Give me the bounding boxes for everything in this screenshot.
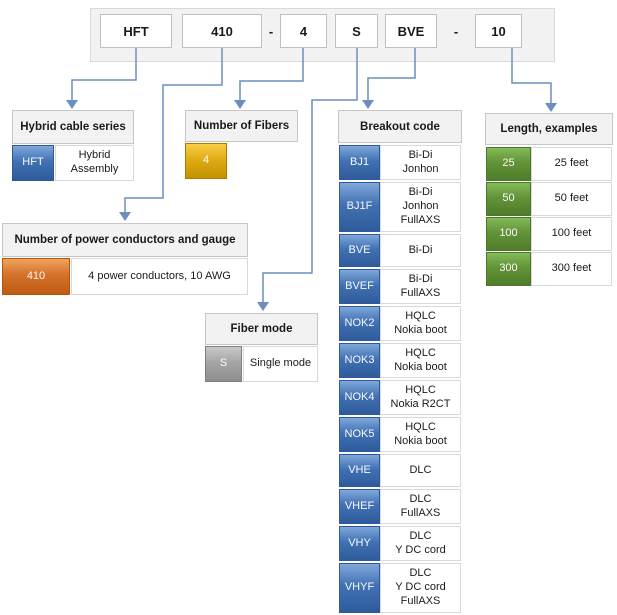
fiber-mode-code-cell: S bbox=[205, 346, 242, 382]
arrowhead-breakout bbox=[362, 100, 374, 109]
length-description-cell: 100 feet bbox=[531, 217, 612, 251]
breakout-row: VHEF DLC FullAXS bbox=[339, 489, 461, 524]
breakout-description-cell: DLC Y DC cord bbox=[380, 526, 461, 561]
hybrid-series-code-cell: HFT bbox=[12, 145, 54, 181]
breakout-code-cell: VHY bbox=[339, 526, 380, 561]
breakout-description-cell: Bi-Di Jonhon FullAXS bbox=[380, 182, 461, 232]
breakout-row: NOK2 HQLC Nokia boot bbox=[339, 306, 461, 341]
power-description-cell: 4 power conductors, 10 AWG bbox=[71, 258, 248, 295]
breakout-row: VHYF DLC Y DC cord FullAXS bbox=[339, 563, 461, 613]
length-row: 300 300 feet bbox=[486, 252, 612, 286]
breakout-code-cell: VHEF bbox=[339, 489, 380, 524]
breakout-row: VHY DLC Y DC cord bbox=[339, 526, 461, 561]
hybrid-series-description-cell: Hybrid Assembly bbox=[55, 145, 134, 181]
length-code-cell: 100 bbox=[486, 217, 531, 251]
segment-length: 10 bbox=[475, 14, 522, 48]
separator-dash-2: - bbox=[453, 23, 459, 39]
breakout-row: NOK5 HQLC Nokia boot bbox=[339, 417, 461, 452]
segment-fibers: 4 bbox=[280, 14, 327, 48]
arrowhead-power bbox=[119, 212, 131, 221]
length-code-cell: 300 bbox=[486, 252, 531, 286]
length-code-cell: 25 bbox=[486, 147, 531, 181]
breakout-description-cell: DLC Y DC cord FullAXS bbox=[380, 563, 461, 613]
length-header: Length, examples bbox=[485, 113, 613, 145]
fiber-mode-header: Fiber mode bbox=[205, 313, 318, 345]
arrowhead-hybrid-series bbox=[66, 100, 78, 109]
breakout-description-cell: Bi-Di FullAXS bbox=[380, 269, 461, 304]
breakout-description-cell: DLC bbox=[380, 454, 461, 487]
fibers-code-cell: 4 bbox=[185, 143, 227, 179]
length-table: 25 25 feet 50 50 feet 100 100 feet 300 3… bbox=[486, 147, 612, 287]
breakout-code-cell: NOK3 bbox=[339, 343, 380, 378]
breakout-description-cell: Bi-Di bbox=[380, 234, 461, 267]
breakout-header: Breakout code bbox=[338, 110, 462, 143]
length-row: 100 100 feet bbox=[486, 217, 612, 251]
breakout-row: BJ1 Bi-Di Jonhon bbox=[339, 145, 461, 180]
breakout-row: NOK3 HQLC Nokia boot bbox=[339, 343, 461, 378]
length-row: 25 25 feet bbox=[486, 147, 612, 181]
breakout-row: NOK4 HQLC Nokia R2CT bbox=[339, 380, 461, 415]
power-code-cell: 410 bbox=[2, 258, 70, 295]
length-description-cell: 300 feet bbox=[531, 252, 612, 286]
breakout-code-cell: BJ1F bbox=[339, 182, 380, 232]
breakout-table: BJ1 Bi-Di Jonhon BJ1F Bi-Di Jonhon FullA… bbox=[339, 145, 461, 615]
segment-fiber-mode: S bbox=[335, 14, 378, 48]
arrowhead-fiber-mode bbox=[257, 302, 269, 311]
breakout-code-cell: BVEF bbox=[339, 269, 380, 304]
breakout-code-cell: VHYF bbox=[339, 563, 380, 613]
breakout-code-cell: BJ1 bbox=[339, 145, 380, 180]
breakout-description-cell: HQLC Nokia boot bbox=[380, 417, 461, 452]
separator-dash-1: - bbox=[268, 23, 274, 39]
breakout-row: BVE Bi-Di bbox=[339, 234, 461, 267]
hybrid-series-header: Hybrid cable series bbox=[12, 110, 134, 144]
length-code-cell: 50 bbox=[486, 182, 531, 216]
arrowhead-fibers bbox=[234, 100, 246, 109]
breakout-code-cell: VHE bbox=[339, 454, 380, 487]
length-description-cell: 25 feet bbox=[531, 147, 612, 181]
segment-breakout: BVE bbox=[385, 14, 437, 48]
segment-series: HFT bbox=[100, 14, 172, 48]
breakout-description-cell: DLC FullAXS bbox=[380, 489, 461, 524]
fiber-mode-description-cell: Single mode bbox=[243, 346, 318, 382]
breakout-description-cell: Bi-Di Jonhon bbox=[380, 145, 461, 180]
breakout-row: BVEF Bi-Di FullAXS bbox=[339, 269, 461, 304]
length-row: 50 50 feet bbox=[486, 182, 612, 216]
power-header: Number of power conductors and gauge bbox=[2, 223, 248, 257]
breakout-row: BJ1F Bi-Di Jonhon FullAXS bbox=[339, 182, 461, 232]
breakout-description-cell: HQLC Nokia R2CT bbox=[380, 380, 461, 415]
arrowhead-length bbox=[545, 103, 557, 112]
segment-conductors: 410 bbox=[182, 14, 262, 48]
breakout-code-cell: NOK5 bbox=[339, 417, 380, 452]
breakout-code-cell: BVE bbox=[339, 234, 380, 267]
length-description-cell: 50 feet bbox=[531, 182, 612, 216]
breakout-code-cell: NOK4 bbox=[339, 380, 380, 415]
breakout-code-cell: NOK2 bbox=[339, 306, 380, 341]
breakout-description-cell: HQLC Nokia boot bbox=[380, 343, 461, 378]
breakout-description-cell: HQLC Nokia boot bbox=[380, 306, 461, 341]
breakout-row: VHE DLC bbox=[339, 454, 461, 487]
fibers-header: Number of Fibers bbox=[185, 110, 298, 142]
